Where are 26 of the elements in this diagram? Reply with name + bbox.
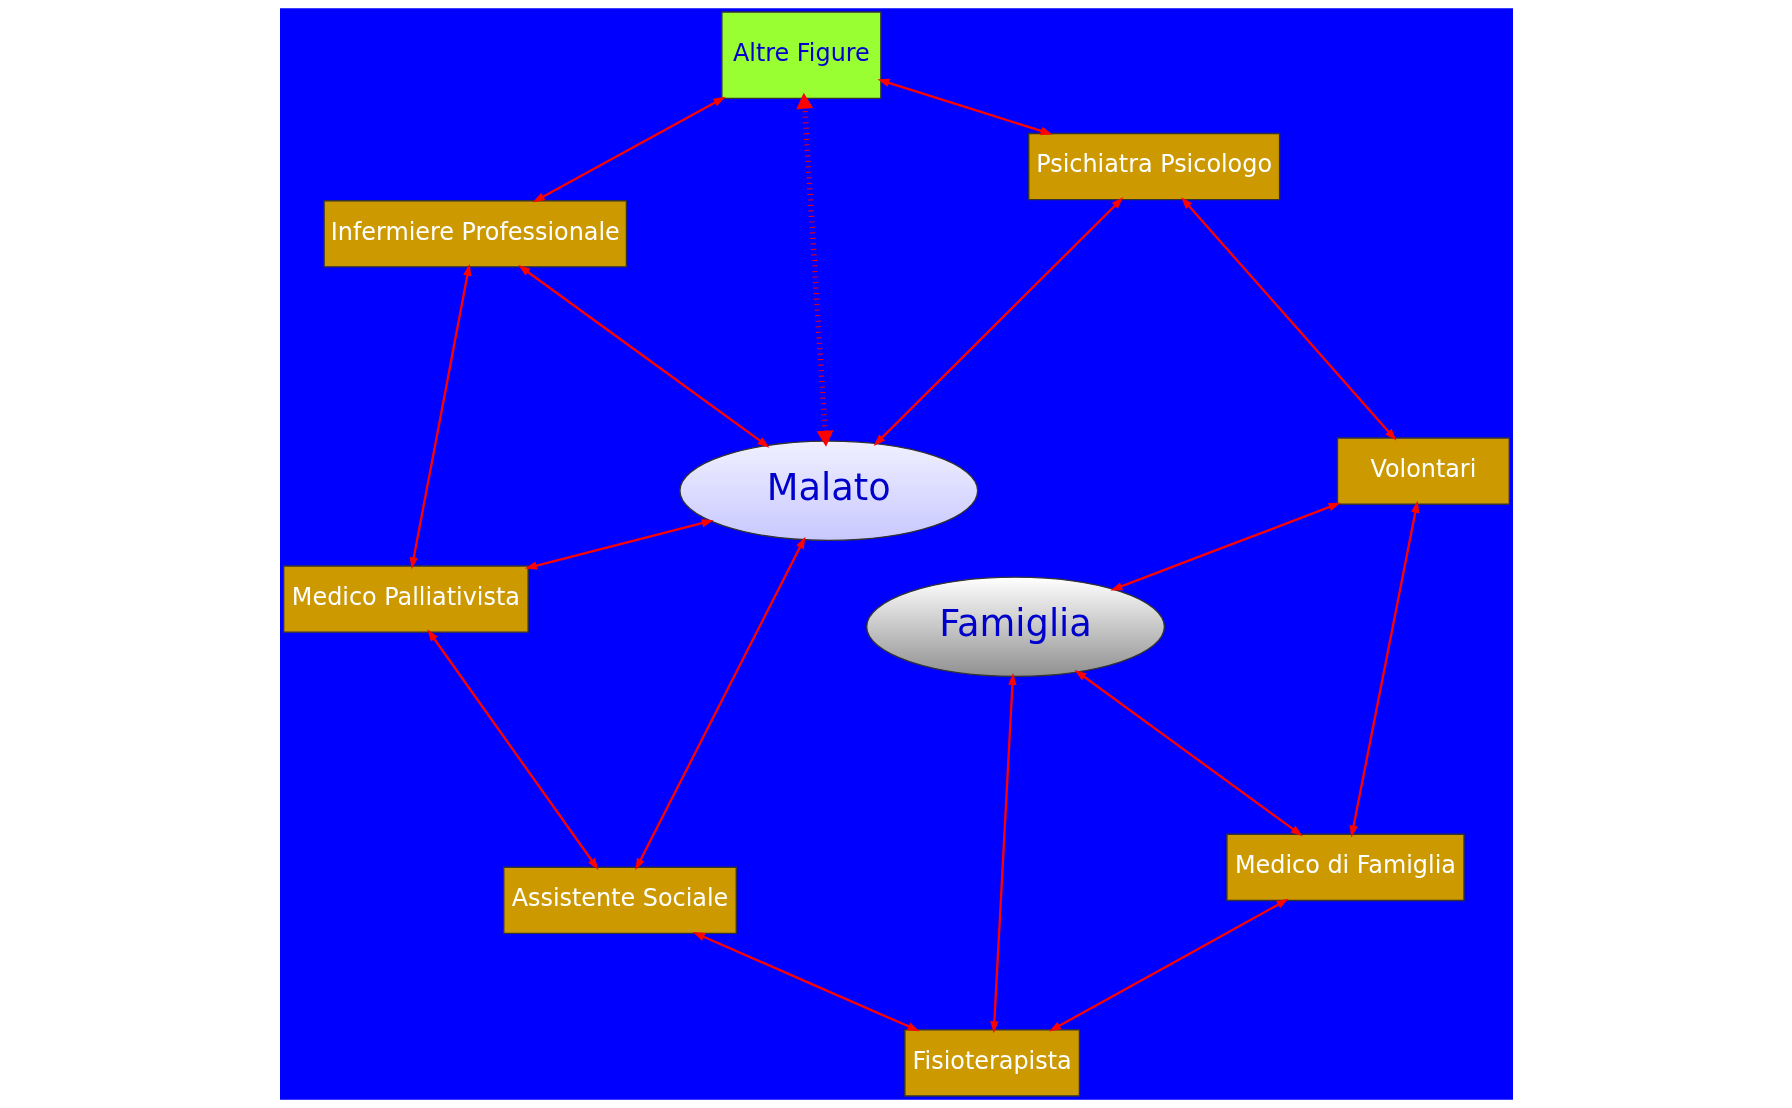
arrow [409, 263, 471, 570]
arrow [1048, 898, 1289, 1032]
arrow [692, 932, 920, 1032]
node-box: Medico Palliativista [282, 565, 529, 633]
arrow [1109, 502, 1341, 591]
node-box: Medico di Famiglia [1225, 833, 1465, 902]
node-box: Altre Figure [720, 11, 882, 100]
arrow [877, 78, 1053, 135]
arrow [532, 96, 725, 203]
arrow [795, 92, 833, 447]
arrow [873, 197, 1123, 447]
arrow [989, 673, 1017, 1034]
node-ellipse: Famiglia [865, 576, 1165, 678]
arrow [1180, 197, 1396, 441]
arrow [634, 536, 805, 871]
node-box: Assistente Sociale [502, 866, 737, 935]
arrow [1074, 669, 1303, 837]
node-box: Fisioterapista [903, 1029, 1080, 1097]
arrow [1349, 500, 1419, 838]
node-ellipse: Malato [678, 440, 978, 542]
arrow [426, 629, 598, 870]
arrow [517, 265, 769, 448]
node-box: Psichiatra Psicologo [1027, 132, 1280, 201]
arrow [524, 519, 714, 570]
node-box: Volontari [1336, 437, 1510, 505]
node-box: Infermiere Professionale [322, 200, 627, 268]
